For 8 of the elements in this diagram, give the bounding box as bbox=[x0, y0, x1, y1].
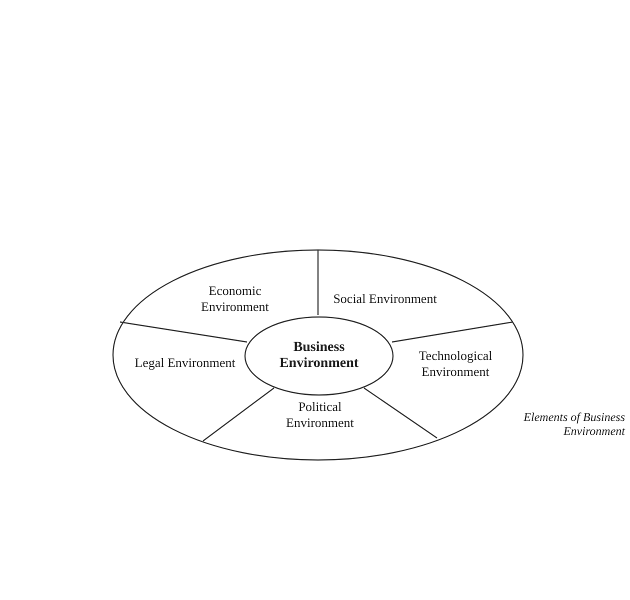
center-label: Business Environment bbox=[278, 340, 360, 372]
segment-label: Political Environment bbox=[265, 398, 375, 432]
figure-caption: Elements of Business Environment bbox=[522, 410, 625, 438]
segment-label: Technological Environment bbox=[398, 347, 513, 381]
center-ellipse bbox=[244, 316, 394, 396]
segment-label: Legal Environment bbox=[130, 346, 240, 380]
segment-label: Economic Environment bbox=[175, 282, 295, 316]
segment-label: Social Environment bbox=[325, 282, 445, 316]
